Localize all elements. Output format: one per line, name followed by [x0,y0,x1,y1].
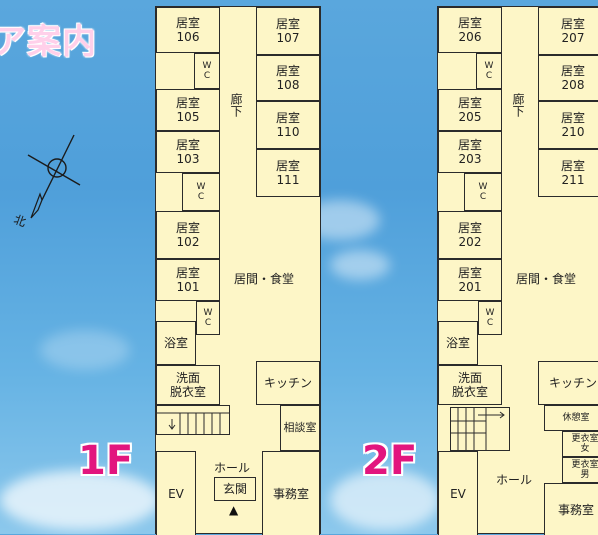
room-ev: EV [156,451,196,535]
room-dressing-male: 更衣室男 [562,457,598,483]
corridor-label: 廊下 [229,93,243,117]
room-bath: 浴室 [156,321,196,365]
compass-icon [27,134,81,219]
hall-label: ホール [496,473,533,487]
stairs-icon [450,407,510,451]
room-wash: 洗面脱衣室 [156,365,220,405]
room-ev: EV [438,451,478,535]
room-entrance: 玄関 [214,477,256,501]
stairs-icon [156,405,230,435]
entrance-mark-icon: ▲ [229,503,239,517]
corridor-label: 廊下 [511,93,525,117]
room-office: 事務室 [262,451,320,535]
room-consult: 相談室 [280,405,320,451]
room-kitchen: キッチン [256,361,320,405]
page-title: ア案内 [0,22,97,62]
floor-label-1f: 1F [78,438,134,484]
living-dining-label: 居間・食堂 [234,272,295,286]
living-dining-label: 居間・食堂 [516,272,577,286]
room-rest: 休憩室 [544,405,598,431]
floor-label-2f: 2F [362,438,418,484]
hall-label: ホール [214,461,251,475]
room-bath: 浴室 [438,321,478,365]
room-kitchen: キッチン [538,361,598,405]
room-wash: 洗面脱衣室 [438,365,502,405]
room-dressing-female: 更衣室女 [562,431,598,457]
room-office: 事務室 [544,483,598,535]
